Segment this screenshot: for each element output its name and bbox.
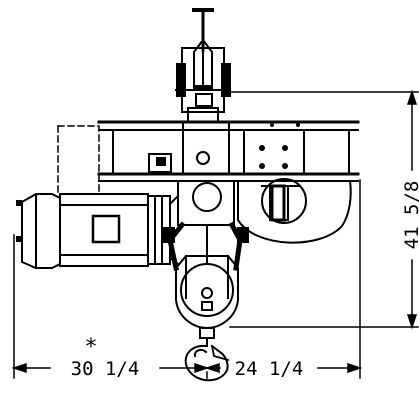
trolley-wheel-assembly: [175, 8, 231, 123]
height-dimension-label: 41 5/8: [401, 181, 419, 250]
hoist-motor: [16, 125, 180, 269]
width-dimension-lines: [11, 179, 363, 379]
drum-section: [177, 178, 352, 244]
height-dimension: [229, 89, 419, 330]
left-width-label: 30 1/4: [71, 358, 140, 380]
hook-block: [163, 221, 249, 382]
main-frame: [97, 120, 360, 182]
dimension-note-marker: *: [86, 335, 97, 360]
right-width-label: 24 1/4: [235, 358, 304, 380]
